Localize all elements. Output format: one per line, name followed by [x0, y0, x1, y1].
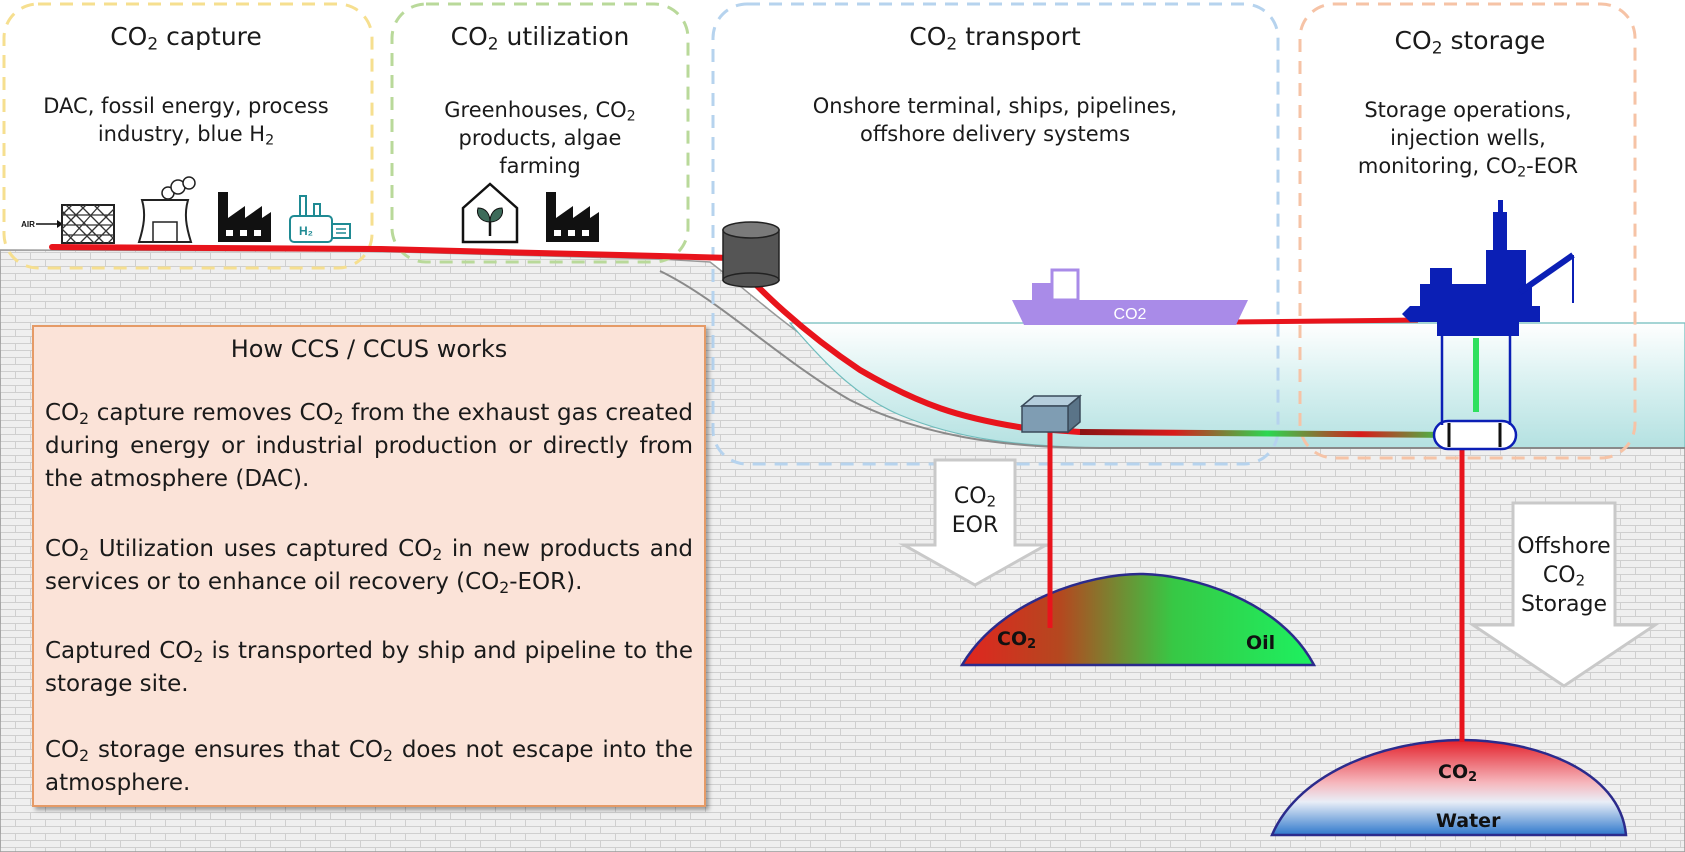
h2-label: H₂: [299, 224, 313, 238]
greenhouse-icon: [461, 182, 519, 244]
eor-arrow-label: CO2 EOR: [951, 484, 999, 538]
dac-unit-icon: [61, 204, 115, 244]
products-factory-icon: [546, 192, 599, 242]
subsea-template-icon: [1432, 419, 1518, 451]
utilization-title: CO2 utilization: [450, 22, 630, 55]
transport-title: CO2 transport: [909, 22, 1081, 55]
info-title: How CCS / CCUS works: [230, 335, 508, 363]
capture-description: DAC, fossil energy, process industry, bl…: [43, 94, 329, 149]
storage-description: Storage operations, injection wells, mon…: [1357, 98, 1579, 181]
how-it-works-box: How CCS / CCUS works CO2 capture removes…: [32, 325, 706, 807]
water-label: Water: [1436, 810, 1501, 832]
storage-title: CO2 storage: [1394, 26, 1546, 59]
storage-stage-box: [1298, 2, 1637, 460]
air-label: AIR: [21, 220, 35, 229]
info-paragraph-capture: CO2 capture removes CO2 from the exhaust…: [45, 400, 693, 492]
oil-label: Oil: [1246, 632, 1276, 654]
info-paragraph-storage: CO2 storage ensures that CO2 does not es…: [45, 737, 694, 796]
utilization-description: Greenhouses, CO2 products, algae farming: [444, 98, 636, 178]
info-paragraph-transport: Captured CO2 is transported by ship and …: [45, 638, 693, 697]
capture-stage-box: [2, 2, 374, 270]
power-plant-icon: [137, 176, 196, 243]
storage-arrow: [1468, 501, 1660, 688]
ship-pipeline: [1231, 317, 1419, 325]
ship-label: CO2: [1114, 306, 1147, 323]
oil-reservoir-co2-label: CO2: [997, 628, 1037, 653]
air-arrow-icon: AIR: [21, 220, 63, 229]
seabed-line: [659, 270, 1685, 449]
pipeline-mixed: [1079, 429, 1456, 438]
offshore-platform-icon: [1402, 200, 1575, 425]
info-paragraph-utilization: CO2 Utilization uses captured CO2 in new…: [45, 536, 693, 597]
capture-title: CO2 capture: [110, 22, 262, 55]
utilization-stage-box: [390, 2, 690, 264]
transport-description: Onshore terminal, ships, pipelines, offs…: [812, 94, 1178, 146]
terminal-tank-icon: [722, 221, 780, 288]
water-reservoir-co2-label: CO2: [1438, 761, 1478, 786]
subsea-manifold-icon: [1019, 394, 1083, 434]
hydrogen-plant-icon: H₂: [289, 195, 351, 243]
co2-ship-icon: CO2: [1012, 268, 1248, 325]
eor-arrow: [898, 458, 1052, 587]
factory-icon: [218, 192, 271, 242]
